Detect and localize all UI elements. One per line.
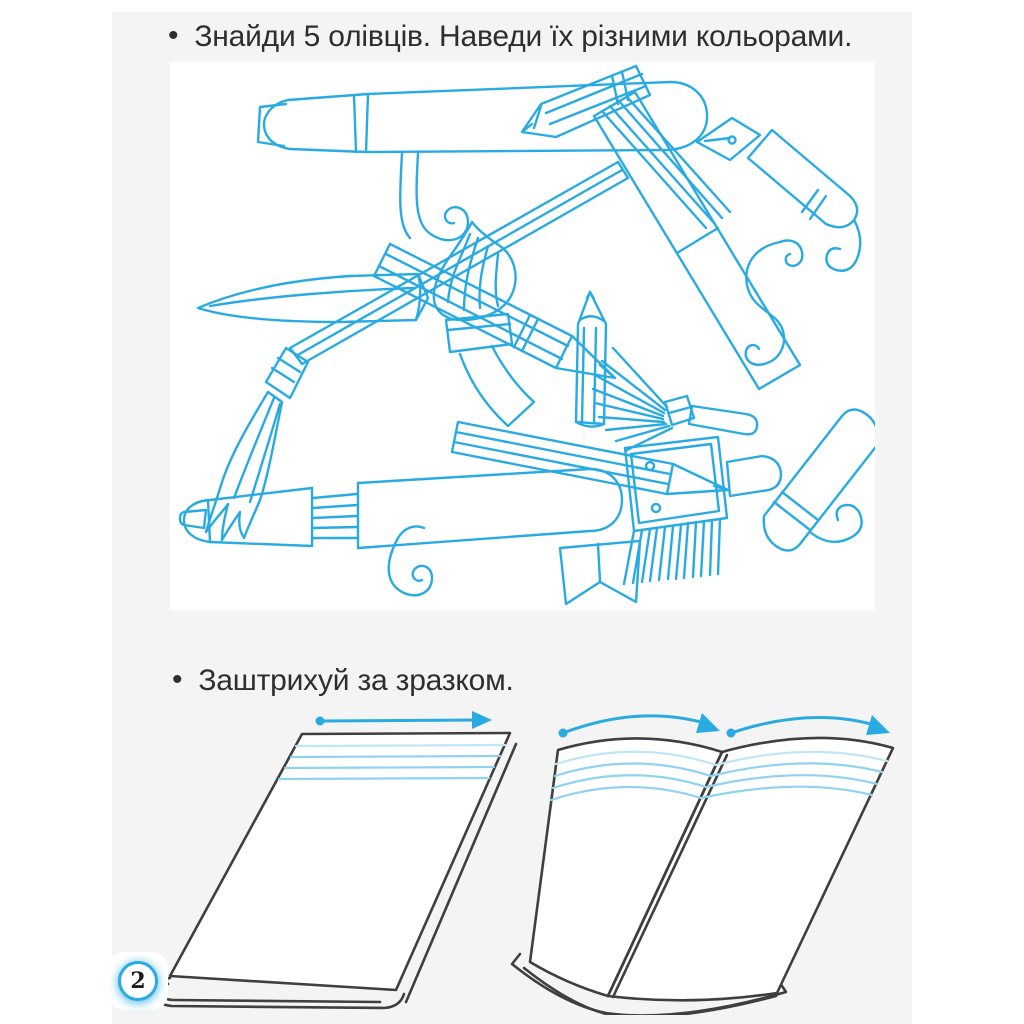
pencil-bottom-drawing [450, 420, 730, 496]
marker-top-left-drawing [256, 80, 709, 154]
notebooks-illustration [154, 711, 895, 1015]
open-notebook-drawing [510, 713, 895, 1015]
pencil-top-center-drawing [520, 64, 652, 139]
marker-right-drawing [762, 408, 875, 552]
round-paintbrush-drawing [432, 220, 536, 428]
hatching-example-figures [112, 700, 912, 1015]
task-1-instruction: • Знайди 5 олівців. Наведи їх різними ко… [168, 19, 888, 55]
pencil-vertical-drawing [574, 290, 608, 428]
pencil-center-drawing [372, 242, 617, 380]
flat-brush-drawing [622, 435, 783, 586]
task-2-instruction: • Заштрихуй за зразком. [172, 663, 812, 699]
task-2-text: Заштрихуй за зразком. [198, 664, 514, 697]
pennant-ribbon-drawing [558, 539, 642, 606]
closed-notebook-drawing [154, 711, 518, 1010]
quill-drawing [196, 272, 430, 324]
bullet-icon: • [168, 19, 179, 52]
swirl-ornament-a [399, 151, 470, 242]
lyre-swirl-ornament [744, 239, 804, 366]
puzzle-illustration-panel [170, 62, 875, 610]
swirl-ornament-c [387, 525, 434, 597]
bullet-icon: • [172, 663, 183, 696]
fountain-pen-drawing [695, 116, 862, 272]
tangled-art-supplies-illustration [178, 64, 875, 606]
striped-pencil-diagonal-drawing [592, 90, 802, 391]
marker-bottom-left-drawing [178, 467, 624, 550]
page-number-badge: 2 [118, 961, 158, 1001]
fan-brush-drawing [591, 346, 759, 452]
task-1-text: Знайди 5 олівців. Наведи їх різними коль… [194, 20, 853, 53]
